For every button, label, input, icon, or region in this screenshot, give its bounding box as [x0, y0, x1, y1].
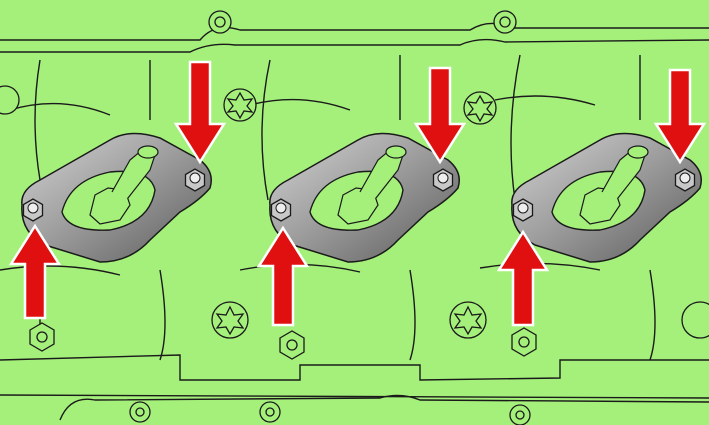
arrow-up-icon [256, 225, 310, 327]
injector-top [137, 145, 159, 159]
arrow-up-icon [8, 223, 62, 320]
plate-nut [432, 168, 454, 192]
bolt [449, 301, 487, 339]
indicator-arrows [8, 60, 707, 327]
arrow-down-icon [413, 66, 467, 165]
cylinder-head-outline [0, 22, 709, 421]
injector-plate [511, 132, 702, 263]
plate-nut [270, 198, 292, 222]
injector-plate [21, 132, 212, 263]
plate-nut [512, 198, 534, 222]
injector-plate [269, 132, 460, 263]
bolt [223, 88, 257, 122]
bolt [129, 401, 151, 423]
arrow-down-icon [653, 68, 707, 165]
bolt [681, 301, 709, 339]
plate-nut [22, 198, 44, 222]
bolt [511, 327, 537, 357]
head-bolts [0, 10, 709, 425]
bolt [211, 301, 249, 339]
plate-nut [184, 168, 206, 192]
injector-top [627, 145, 649, 159]
injector-top [385, 145, 407, 159]
arrow-down-icon [173, 60, 227, 165]
bolt [29, 322, 55, 352]
bolt [259, 401, 281, 423]
arrow-up-icon [496, 229, 550, 327]
bolt [279, 330, 305, 360]
bolt [0, 85, 20, 115]
bolt [463, 91, 497, 125]
bolt [208, 10, 232, 34]
plate-nut [674, 168, 696, 192]
bolt [493, 10, 517, 34]
injector-plates [21, 132, 702, 263]
bolt [509, 404, 531, 425]
